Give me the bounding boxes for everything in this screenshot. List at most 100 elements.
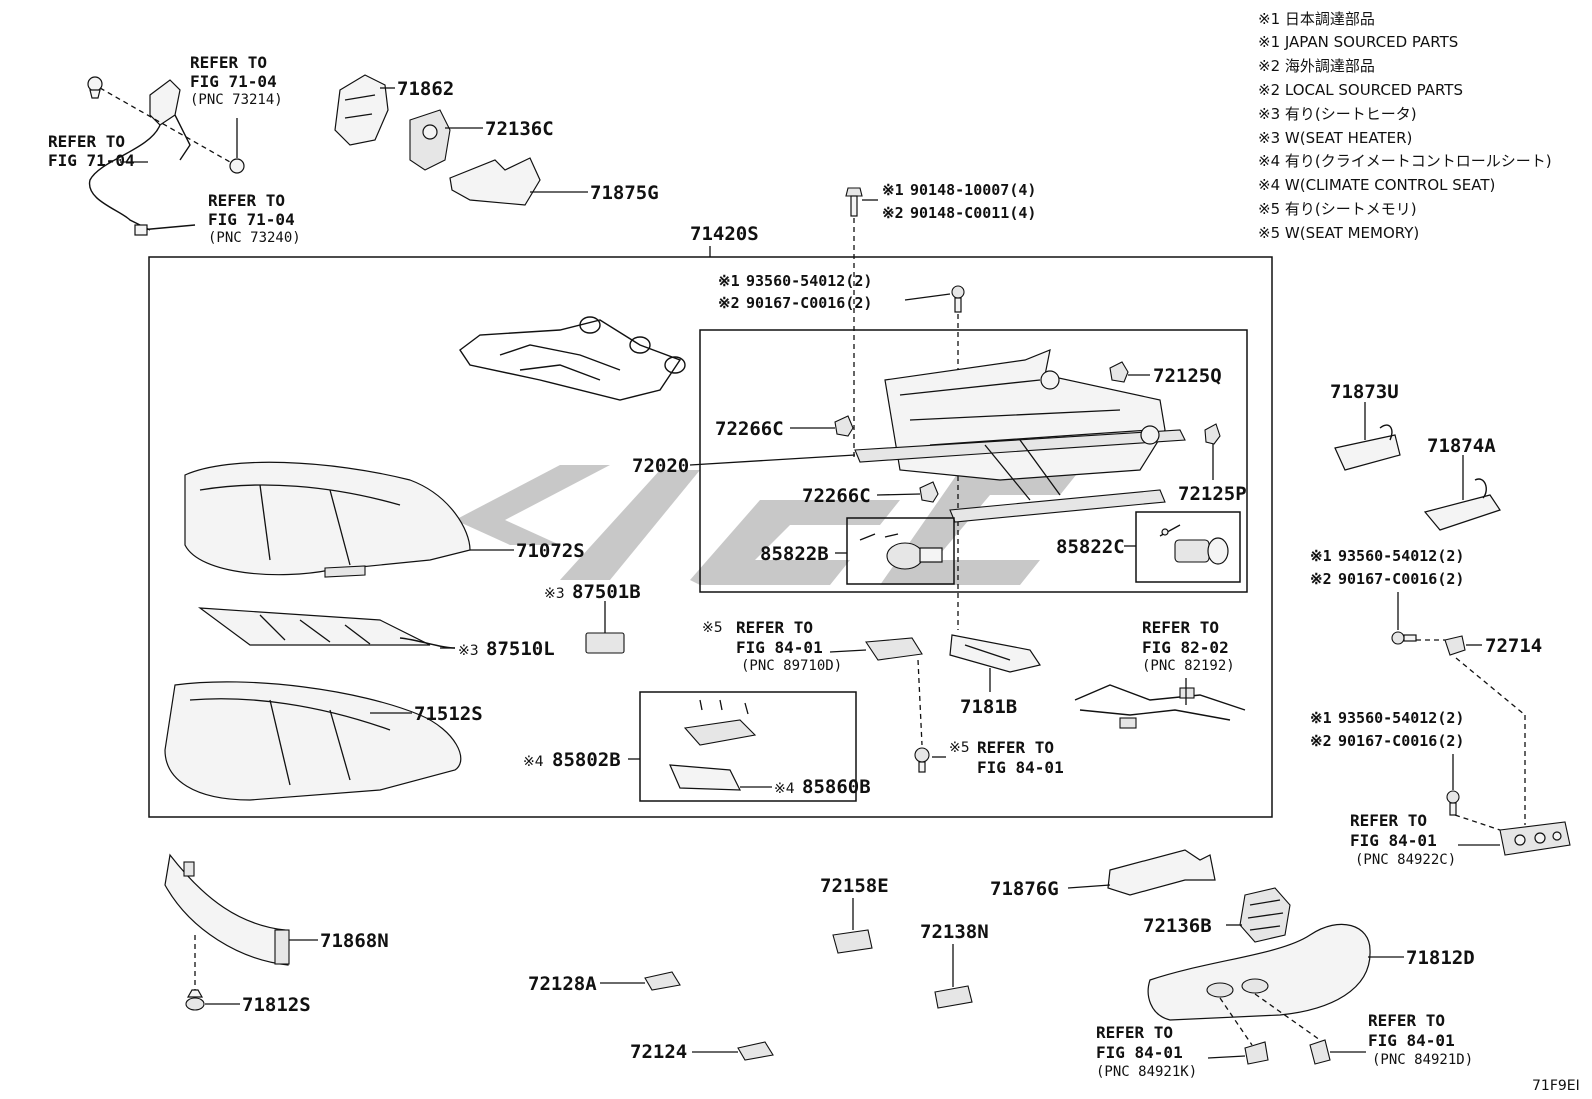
fastener-93560-54012-label: 93560-54012(2) xyxy=(1338,709,1464,727)
pnc-84921k-text: (PNC 84921K) xyxy=(1096,1064,1197,1080)
part-71868n-label: 71868N xyxy=(320,930,389,952)
wire-harness-82192-illustration xyxy=(1074,684,1246,729)
refer-to-text: REFER TO xyxy=(736,618,813,637)
fastener-93560-top-callout: ※1 93560-54012(2) ※2 90167-C0016(2) xyxy=(718,272,872,312)
mark-2: ※2 xyxy=(1310,570,1332,588)
fastener-90148-10007-label: 90148-10007(4) xyxy=(910,181,1036,199)
mark-1: ※1 xyxy=(882,181,904,199)
part-87501b-illustration xyxy=(585,632,625,654)
part-72266c-lower-illustration xyxy=(919,481,939,503)
refer-84922c-callout: REFER TO FIG 84-01 (PNC 84922C) xyxy=(1350,811,1456,868)
pnc-73240-text: (PNC 73240) xyxy=(208,230,301,246)
pnc-89710d-text: (PNC 89710D) xyxy=(741,658,842,674)
dashed-leader-knob-d xyxy=(1254,993,1321,1041)
refer-to-text: REFER TO xyxy=(48,132,125,151)
part-72158e-label: 72158E xyxy=(820,875,889,897)
mark-1: ※1 xyxy=(1310,709,1332,727)
refer-to-text: REFER TO xyxy=(190,53,267,72)
refer-to-text: REFER TO xyxy=(1350,811,1427,830)
part-71862-illustration xyxy=(334,74,389,146)
mark-5: ※5 xyxy=(702,620,723,636)
part-71812s-label: 71812S xyxy=(242,994,311,1016)
mark-4: ※4 xyxy=(774,781,795,797)
dashed-leader-clip xyxy=(99,87,231,163)
part-71812d-label: 71812D xyxy=(1406,947,1475,969)
bolt-93560-illustration xyxy=(951,285,965,313)
refer-to-text: REFER TO xyxy=(1096,1023,1173,1042)
part-85822c-label: 85822C xyxy=(1056,536,1125,558)
fig-84-01-text: FIG 84-01 xyxy=(977,758,1064,777)
legend-line-9: ※5 有り(シートメモリ) xyxy=(1258,200,1417,218)
part-72138n-illustration xyxy=(934,985,973,1009)
pnc-82192-text: (PNC 82192) xyxy=(1142,658,1235,674)
mark-1: ※1 xyxy=(718,272,740,290)
part-71072s-cushion-pad-illustration xyxy=(184,461,471,578)
part-87510l-callout: ※3 87510L xyxy=(458,638,555,660)
bolt-90148-illustration xyxy=(845,187,863,217)
refer-to-text: REFER TO xyxy=(977,738,1054,757)
refer-84-01-bolt-callout: ※5 REFER TO FIG 84-01 xyxy=(949,738,1064,777)
leader-72020 xyxy=(689,454,856,466)
part-72125p-label: 72125P xyxy=(1178,483,1247,505)
legend-line-5: ※3 有り(シートヒータ) xyxy=(1258,105,1417,123)
fig-71-04-text: FIG 71-04 xyxy=(190,72,277,91)
part-71876g-label: 71876G xyxy=(990,878,1059,900)
mark-4: ※4 xyxy=(523,754,544,770)
part-72128a-label: 72128A xyxy=(528,973,597,995)
bolt-right-top-illustration xyxy=(1391,631,1417,645)
part-71072s-label: 71072S xyxy=(516,540,585,562)
pnc-73214-text: (PNC 73214) xyxy=(190,92,283,108)
legend-line-10: ※5 W(SEAT MEMORY) xyxy=(1258,224,1419,242)
fig-71-04-text: FIG 71-04 xyxy=(208,210,295,229)
mark-2: ※2 xyxy=(882,204,904,222)
part-71812d-side-cover-illustration xyxy=(1147,923,1371,1021)
part-72136c-label: 72136C xyxy=(485,118,554,140)
part-72266c-top-illustration xyxy=(834,415,854,437)
part-72136b-illustration xyxy=(1239,887,1291,943)
mark-5: ※5 xyxy=(949,740,970,756)
part-85802b-label: 85802B xyxy=(552,749,621,771)
part-87510l-heater-illustration xyxy=(197,607,456,649)
mark-2: ※2 xyxy=(1310,732,1332,750)
fig-71-04-text: FIG 71-04 xyxy=(48,151,135,170)
legend-line-7: ※4 有り(クライメートコントロールシート) xyxy=(1258,152,1552,170)
seat-frame-subassembly-box xyxy=(699,329,1248,593)
leader-71876g xyxy=(1067,884,1111,889)
fig-84-01-text: FIG 84-01 xyxy=(1368,1031,1455,1050)
part-7181b-illustration xyxy=(949,634,1041,673)
leader-93560-top xyxy=(904,293,951,301)
motor-85822c-box xyxy=(1135,511,1241,583)
knob-84921d-illustration xyxy=(1309,1039,1331,1065)
leader-ecu-module xyxy=(829,649,867,653)
part-71875g-illustration xyxy=(449,157,541,206)
part-71512s-cover-illustration xyxy=(164,681,462,801)
part-72128a-illustration xyxy=(644,971,681,991)
part-71873u-illustration xyxy=(1334,424,1401,471)
motor-85822b-box xyxy=(846,517,955,585)
part-72124-label: 72124 xyxy=(630,1041,687,1063)
part-7181b-label: 7181B xyxy=(960,696,1017,718)
part-71868n-trim-illustration xyxy=(164,853,290,966)
fastener-90148-c0011-label: 90148-C0011(4) xyxy=(910,204,1036,222)
refer-to-text: REFER TO xyxy=(208,191,285,210)
mark-3: ※3 xyxy=(544,586,565,602)
fig-84-01-text: FIG 84-01 xyxy=(1350,831,1437,850)
part-71874a-label: 71874A xyxy=(1427,435,1496,457)
part-87501b-label: 87501B xyxy=(572,581,641,603)
part-72266c-top-label: 72266C xyxy=(715,418,784,440)
part-72714-illustration xyxy=(1444,635,1466,656)
part-72125q-label: 72125Q xyxy=(1153,365,1222,387)
refer-84921d-callout: REFER TO FIG 84-01 (PNC 84921D) xyxy=(1368,1011,1473,1068)
part-87510l-label: 87510L xyxy=(486,638,555,660)
part-71862-label: 71862 xyxy=(397,78,454,100)
part-71420s-label: 71420S xyxy=(690,223,759,245)
part-72136c-illustration xyxy=(409,109,451,171)
refer-89710d-callout: ※5 REFER TO FIG 84-01 (PNC 89710D) xyxy=(702,618,842,674)
refer-82192-callout: REFER TO FIG 82-02 (PNC 82192) xyxy=(1142,618,1235,674)
part-72136b-label: 72136B xyxy=(1143,915,1212,937)
dashed-leader-knob-k xyxy=(1219,997,1253,1046)
mark-2: ※2 xyxy=(718,294,740,312)
legend-line-8: ※4 W(CLIMATE CONTROL SEAT) xyxy=(1258,176,1495,194)
knob-84921k-illustration xyxy=(1244,1041,1269,1065)
